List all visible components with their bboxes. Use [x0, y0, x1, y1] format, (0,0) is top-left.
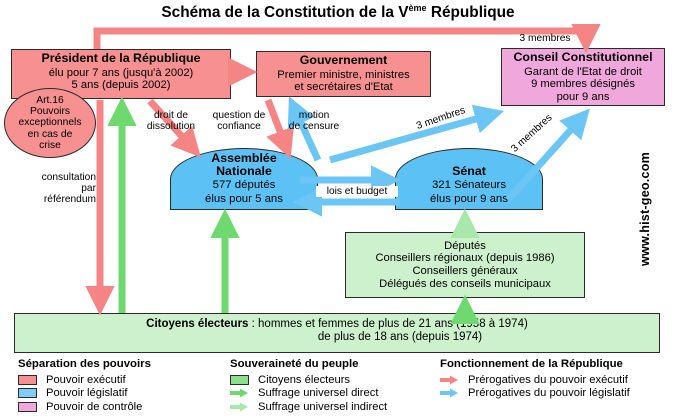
arrow-motion-censure — [287, 96, 322, 162]
conseil-line1: Garant de l'Etat de droit — [524, 65, 642, 78]
label-censure-l2: de censure — [288, 121, 340, 133]
swatch-control-icon — [18, 401, 37, 412]
legend-label-3-1: Prérogatives du pouvoir législatif — [468, 387, 630, 400]
label-consultation-par-referendum: consultation par référendum — [12, 172, 96, 206]
college-line2: Conseillers régionaux (depuis 1986) — [375, 252, 555, 265]
label-consultation-l2: par — [81, 183, 96, 195]
legend-column-souverainete-du-peuple: Souveraineté du peuple Citoyens électeur… — [230, 358, 430, 414]
legend-column-fonctionnement-de-la-republique: Fonctionnement de la République Prérogat… — [440, 358, 676, 400]
president-line1: élu pour 7 ans (jusqu'à 2002) — [48, 66, 194, 79]
legend: Séparation des pouvoirs Pouvoir exécutif… — [0, 358, 676, 418]
arrow-senat-to-conseil — [505, 108, 590, 203]
gouvernement-line1: Premier ministre, ministres — [277, 68, 410, 81]
assemblee-title-line2: Nationale — [216, 164, 272, 179]
art16-line1: Art.16 — [36, 95, 64, 107]
arrow-blue-icon — [440, 388, 459, 398]
arrow-question-confiance — [264, 98, 294, 159]
node-article-16[interactable]: Art.16 Pouvoirs exceptionnels en cas de … — [4, 88, 96, 158]
node-citoyens-electeurs[interactable]: Citoyens électeurs : hommes et femmes de… — [14, 313, 660, 353]
gouvernement-line2: et secrétaires d'Etat — [294, 81, 393, 94]
title-text-pre: Schéma de la Constitution de la V — [161, 4, 409, 22]
arrow-dissolution — [147, 98, 201, 158]
legend-item-pouvoir-legislatif: Pouvoir législatif — [18, 387, 233, 401]
art16-line5: crise — [39, 139, 61, 151]
art16-line3: exceptionnels — [18, 117, 82, 129]
title-text-post: République — [426, 4, 515, 22]
assemblee-title-line1: Assemblée — [211, 150, 277, 165]
conseil-title: Conseil Constitutionnel — [513, 50, 653, 64]
label-question-de-confiance: question de confiance — [203, 110, 275, 132]
watermark: www.hist-geo.com — [638, 152, 652, 266]
legend-label-1-1: Pouvoir législatif — [46, 387, 128, 400]
legend-column-separation-des-pouvoirs: Séparation des pouvoirs Pouvoir exécutif… — [18, 358, 233, 414]
conseil-line2: 9 membres désignés — [531, 78, 635, 91]
legend-label-1-2: Pouvoir de contrôle — [46, 400, 143, 413]
label-lois-et-budget: lois et budget — [316, 186, 398, 198]
label-censure-l1: motion — [298, 110, 330, 121]
swatch-legislative-icon — [18, 388, 37, 399]
swatch-executive-icon — [18, 374, 37, 385]
swatch-citizens-icon — [230, 374, 249, 385]
node-senat[interactable]: Sénat 321 Sénateurs élus pour 9 ans — [395, 148, 543, 210]
citoyens-label: Citoyens électeurs — [146, 318, 249, 330]
label-confiance-l1: question de — [212, 110, 266, 121]
citoyens-line2: de plus de 18 ans (depuis 1974) — [317, 330, 483, 343]
node-conseil-constitutionnel[interactable]: Conseil Constitutionnel Garant de l'Etat… — [501, 48, 665, 106]
legend-item-citoyens-electeurs: Citoyens électeurs — [230, 373, 430, 387]
legend-item-prerogatives-executif: Prérogatives du pouvoir exécutif — [440, 373, 676, 387]
assemblee-line1: 577 députés — [212, 179, 276, 192]
legend-heading-1: Séparation des pouvoirs — [18, 358, 151, 370]
arrow-green-indirect-icon — [230, 402, 249, 412]
label-consultation-l3: référendum — [43, 194, 96, 206]
college-line3: Conseillers généraux — [412, 265, 518, 277]
art16-line4: en cas de — [27, 128, 73, 140]
senat-line1: 321 Sénateurs — [431, 179, 507, 192]
legend-label-2-1: Suffrage universel direct — [258, 387, 379, 400]
gouvernement-title: Gouvernement — [299, 53, 388, 67]
legend-item-prerogatives-legislatif: Prérogatives du pouvoir législatif — [440, 387, 676, 401]
art16-line2: Pouvoirs — [29, 106, 71, 118]
legend-item-pouvoir-executif: Pouvoir exécutif — [18, 373, 233, 387]
label-confiance-l2: confiance — [217, 121, 261, 133]
label-dissolution-l2: dissolution — [146, 121, 196, 133]
legend-heading-3: Fonctionnement de la République — [440, 358, 623, 370]
arrow-assemblee-to-conseil — [329, 104, 505, 164]
conseil-line3: pour 9 ans — [556, 90, 610, 103]
citoyens-separator: : — [248, 318, 259, 330]
arrow-green-direct-icon — [230, 388, 249, 398]
legend-label-2-0: Citoyens électeurs — [258, 373, 351, 386]
legend-heading-2: Souveraineté du peuple — [230, 358, 359, 370]
arrow-red-icon — [440, 375, 459, 385]
legend-item-pouvoir-de-controle: Pouvoir de contrôle — [18, 400, 233, 414]
label-three-members-top: 3 membres — [519, 33, 571, 44]
node-gouvernement[interactable]: Gouvernement Premier ministre, ministres… — [256, 51, 431, 97]
senat-line2: élus pour 9 ans — [430, 192, 508, 205]
president-line2: 5 ans (depuis 2002) — [71, 79, 171, 92]
assemblee-line2: élus pour 5 ans — [205, 192, 283, 205]
legend-label-3-0: Prérogatives du pouvoir exécutif — [468, 373, 628, 386]
node-college-electoral[interactable]: Députés Conseillers régionaux (depuis 19… — [345, 232, 585, 298]
legend-label-2-2: Suffrage universel indirect — [258, 400, 388, 413]
legend-item-suffrage-indirect: Suffrage universel indirect — [230, 400, 430, 414]
label-dissolution-l1: droit de — [154, 110, 188, 121]
legend-label-1-0: Pouvoir exécutif — [46, 373, 126, 386]
college-line1: Députés — [444, 239, 486, 252]
arrow-president-to-conseil — [93, 23, 601, 54]
label-motion-de-censure: motion de censure — [281, 110, 347, 132]
college-line4: Délégués des conseils municipaux — [379, 277, 551, 290]
label-droit-de-dissolution: droit de dissolution — [136, 110, 206, 132]
president-title: Président de la République — [41, 51, 201, 65]
senat-title: Sénat — [452, 164, 486, 179]
diagram-title: Schéma de la Constitution de la Vème Rép… — [0, 3, 676, 22]
legend-item-suffrage-direct: Suffrage universel direct — [230, 387, 430, 401]
title-superscript: ème — [408, 3, 427, 13]
label-consultation-l1: consultation — [41, 172, 96, 183]
